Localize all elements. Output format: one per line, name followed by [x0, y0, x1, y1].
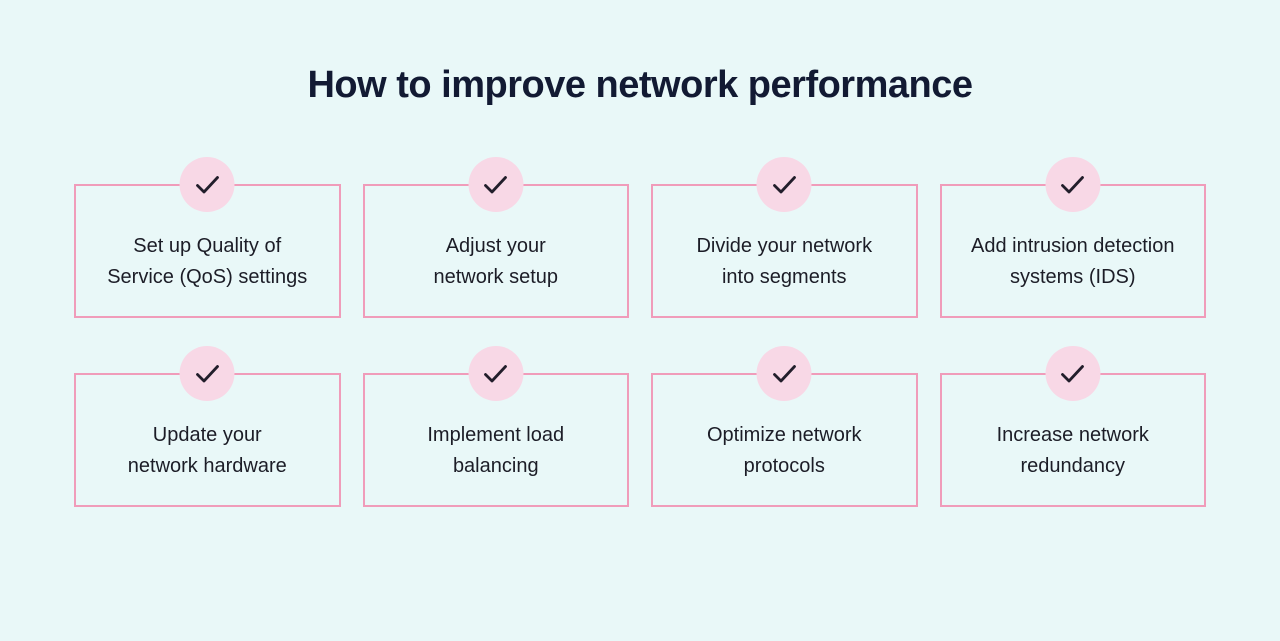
card-load-balancing: Implement load balancing	[362, 346, 629, 507]
card-label: Update your network hardware	[128, 420, 287, 482]
card-text-line: Adjust your	[445, 235, 546, 257]
card-label: Increase network redundancy	[997, 420, 1149, 482]
checkmark-icon	[192, 172, 222, 198]
checkmark-icon	[1058, 172, 1088, 198]
card-qos-settings: Set up Quality of Service (QoS) settings	[74, 157, 341, 318]
card-text-line: Increase network	[996, 424, 1149, 446]
card-text-line: Add intrusion detection	[971, 235, 1175, 257]
card-text-line: network hardware	[127, 455, 287, 477]
checkmark-icon	[1058, 361, 1088, 387]
card-text-line: Optimize network	[707, 424, 862, 446]
checkmark-badge	[468, 157, 524, 212]
card-text-line: systems (IDS)	[1009, 266, 1136, 288]
card-label: Set up Quality of Service (QoS) settings	[107, 231, 307, 293]
infographic-canvas: How to improve network performance Set u…	[0, 62, 1280, 507]
card-ids-systems: Add intrusion detection systems (IDS)	[939, 157, 1206, 318]
checkmark-badge	[756, 346, 812, 401]
card-text-line: Set up Quality of	[133, 235, 282, 257]
checkmark-badge	[756, 157, 812, 212]
checkmark-badge	[1045, 346, 1101, 401]
card-network-setup: Adjust your network setup	[362, 157, 629, 318]
card-label: Optimize network protocols	[707, 420, 862, 482]
cards-grid: Set up Quality of Service (QoS) settings…	[74, 157, 1206, 507]
card-network-redundancy: Increase network redundancy	[939, 346, 1206, 507]
page-title: How to improve network performance	[307, 64, 973, 106]
card-text-line: Divide your network	[696, 235, 873, 257]
card-text-line: Update your	[152, 424, 262, 446]
card-label: Implement load balancing	[427, 420, 564, 482]
checkmark-icon	[769, 172, 799, 198]
checkmark-icon	[192, 361, 222, 387]
card-text-line: network setup	[433, 266, 558, 288]
card-label: Add intrusion detection systems (IDS)	[971, 231, 1174, 293]
card-text-line: protocols	[743, 455, 825, 477]
checkmark-badge	[179, 157, 235, 212]
card-text-line: redundancy	[1020, 455, 1125, 477]
checkmark-icon	[481, 361, 511, 387]
card-label: Divide your network into segments	[696, 231, 872, 293]
card-network-hardware: Update your network hardware	[74, 346, 341, 507]
card-text-line: Service (QoS) settings	[107, 266, 308, 288]
checkmark-icon	[481, 172, 511, 198]
card-network-protocols: Optimize network protocols	[651, 346, 918, 507]
card-text-line: balancing	[452, 455, 539, 477]
card-text-line: into segments	[721, 266, 847, 288]
checkmark-badge	[179, 346, 235, 401]
card-label: Adjust your network setup	[433, 231, 558, 293]
checkmark-badge	[468, 346, 524, 401]
card-text-line: Implement load	[427, 424, 565, 446]
checkmark-icon	[769, 361, 799, 387]
checkmark-badge	[1045, 157, 1101, 212]
card-network-segments: Divide your network into segments	[651, 157, 918, 318]
